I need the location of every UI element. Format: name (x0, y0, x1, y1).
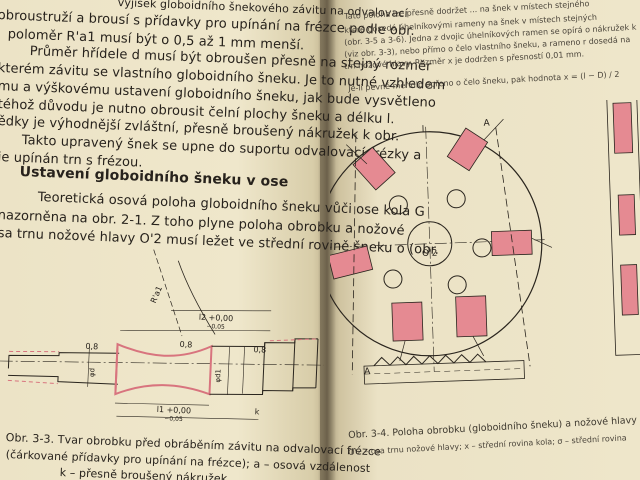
length-mark: l (422, 125, 425, 135)
roughness-label: 0,8 (179, 340, 192, 350)
dimension-label: l1 +0,00 (157, 405, 192, 415)
collar-label: k (255, 407, 260, 416)
center-label: O'2 (422, 248, 438, 259)
cutter-head-drawing: O'2 A A l (330, 100, 640, 385)
worm-shaft-drawing: R'a1 l2 +0,00 −0,05 l1 +0,00 −0,05 0,8 0… (0, 249, 324, 423)
roughness-label: 0,8 (85, 342, 98, 352)
right-page (320, 0, 640, 480)
section-mark: A (483, 119, 490, 129)
roughness-label: 0,8 (253, 345, 266, 355)
book-gutter (318, 0, 336, 480)
dimension-label: l2 +0,00 (199, 313, 234, 323)
diameter-label: φd1 (214, 369, 223, 383)
dimension-tolerance: −0,05 (164, 415, 183, 423)
diameter-label: φd (88, 368, 96, 377)
section-mark: A (364, 367, 371, 377)
radius-label: R'a1 (149, 285, 164, 305)
dimension-tolerance: −0,05 (206, 323, 225, 331)
left-page (0, 0, 340, 480)
